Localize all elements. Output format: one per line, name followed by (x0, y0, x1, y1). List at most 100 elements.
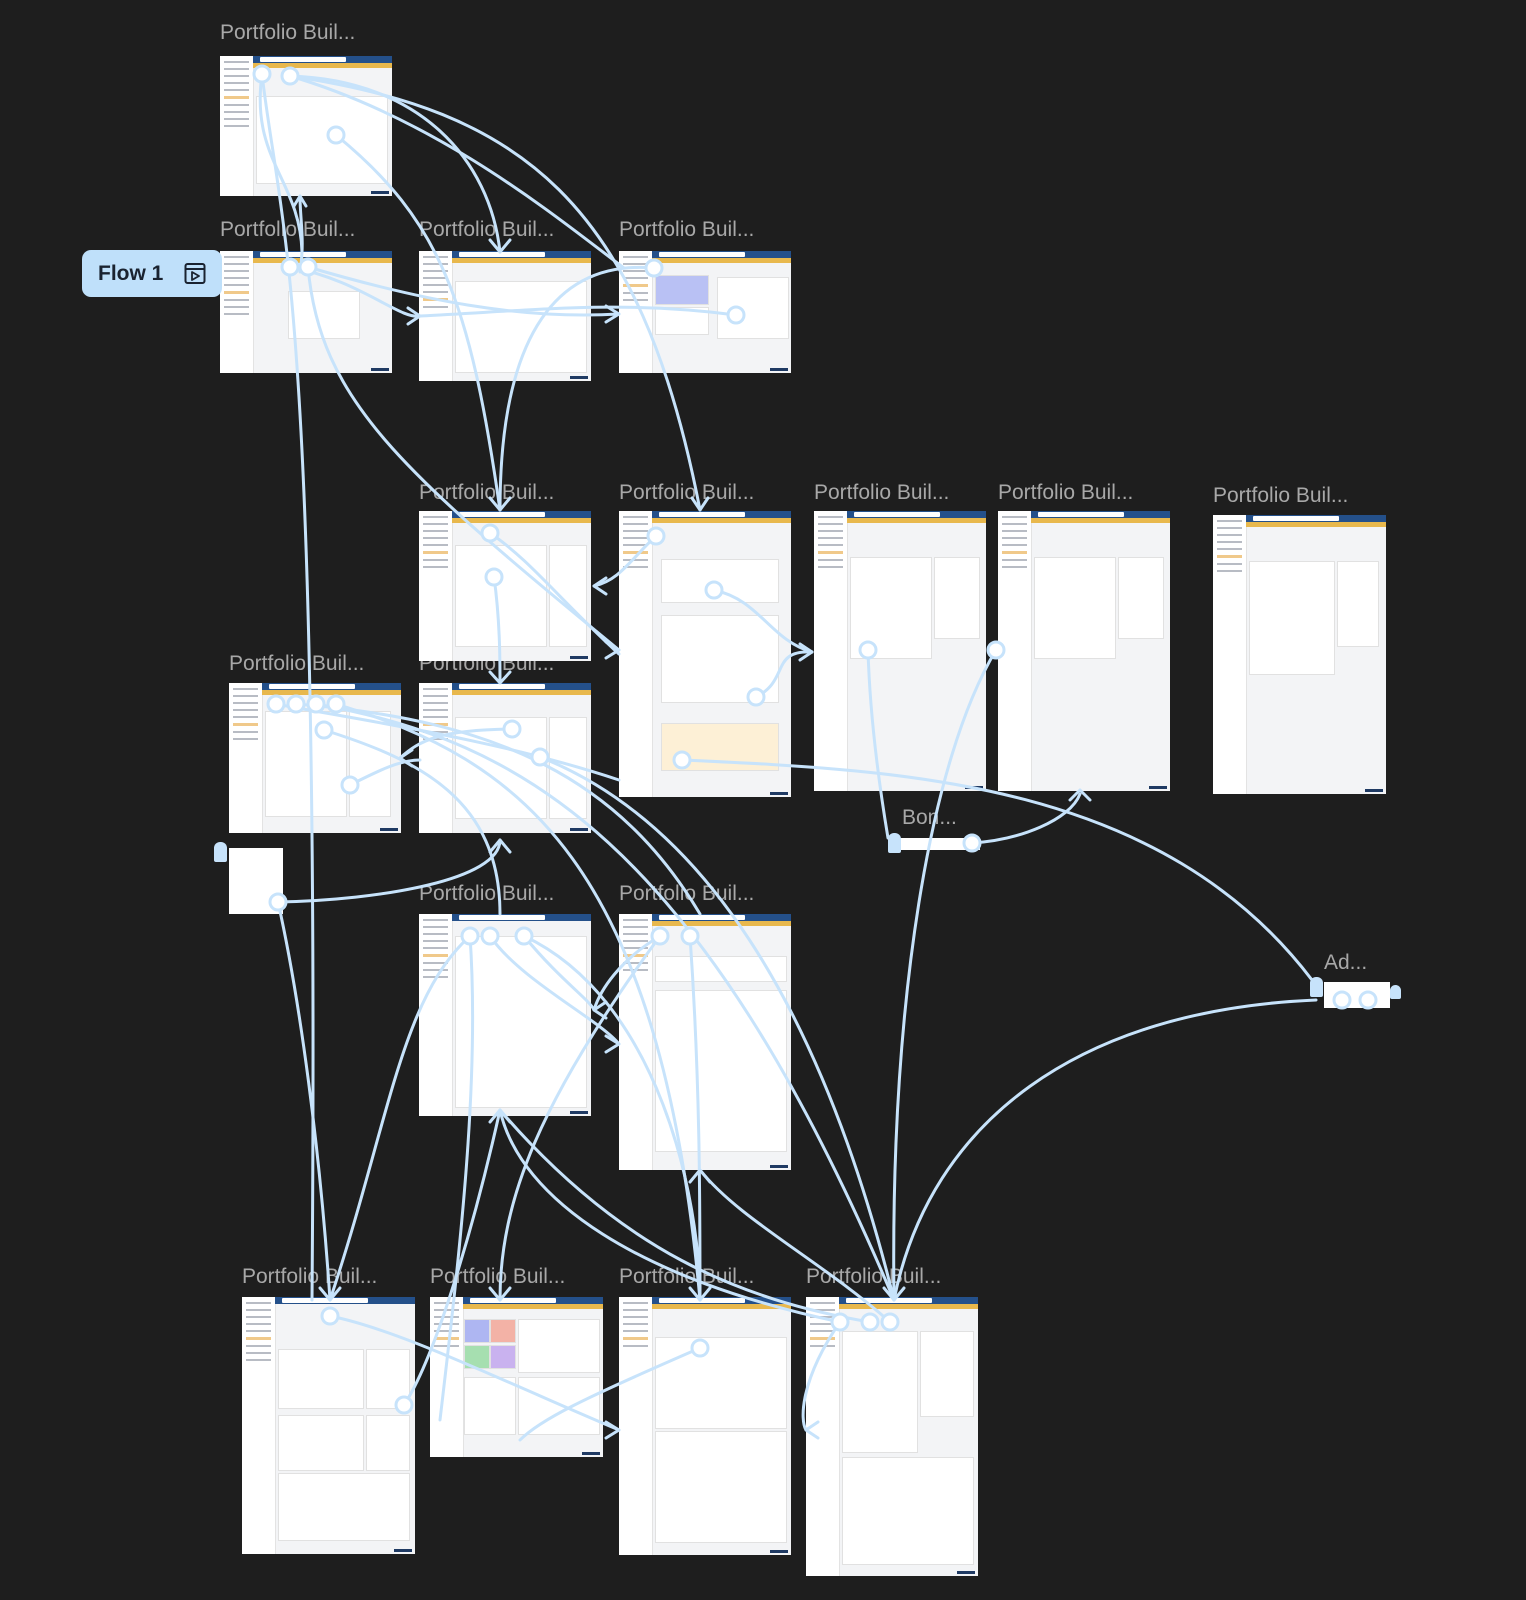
sidebar (619, 914, 653, 1170)
tab-bar (839, 1304, 978, 1309)
frame-title[interactable]: Portfolio Buil... (998, 481, 1133, 505)
corner-button (380, 828, 398, 831)
content-card (655, 956, 787, 982)
frame-title[interactable]: Portfolio Buil... (814, 481, 949, 505)
content-card (278, 1349, 364, 1409)
frame-thumbnail[interactable] (419, 251, 591, 381)
frame-thumbnail[interactable] (1213, 515, 1386, 794)
content-card (265, 711, 347, 817)
frame-thumbnail[interactable] (220, 56, 392, 196)
search-input (459, 252, 545, 257)
frame-title[interactable]: Bon... (902, 806, 957, 830)
frame-title[interactable]: Portfolio Buil... (220, 218, 355, 242)
frame-thumbnail[interactable] (229, 683, 401, 833)
tab-bar (262, 690, 401, 695)
frame-thumbnail[interactable] (619, 511, 791, 797)
sidebar (229, 683, 263, 833)
frame-title[interactable]: Portfolio Buil... (619, 882, 754, 906)
frame-title[interactable]: Portfolio Buil... (430, 1265, 565, 1289)
content-card (549, 717, 587, 819)
arrow-head-icon (606, 1422, 619, 1438)
search-input (470, 1298, 557, 1303)
search-input (269, 684, 355, 689)
tab-bar (452, 518, 591, 523)
content-card (278, 1473, 410, 1541)
content-card (934, 557, 980, 639)
connection-handle[interactable] (1310, 977, 1323, 997)
arrow-head-icon (800, 644, 812, 660)
flow-start-badge[interactable]: Flow 1 (82, 250, 222, 297)
frame-thumbnail[interactable] (998, 511, 1170, 791)
frame-title[interactable]: Portfolio Buil... (619, 481, 754, 505)
tab-bar (253, 63, 392, 68)
search-input (659, 512, 745, 517)
search-input (659, 915, 745, 920)
tab-bar (1246, 522, 1386, 527)
content-card (655, 1337, 787, 1429)
search-input (854, 512, 940, 517)
frame-title[interactable]: Portfolio Buil... (220, 21, 355, 45)
frame-thumbnail[interactable] (619, 914, 791, 1170)
connection-handle[interactable] (1390, 985, 1401, 999)
corner-button (570, 656, 588, 659)
content-card (1118, 557, 1164, 639)
content-card (455, 281, 587, 373)
small-frame[interactable] (896, 838, 980, 850)
search-input (659, 1298, 745, 1303)
frame-title[interactable]: Portfolio Buil... (229, 652, 364, 676)
small-frame[interactable] (1324, 982, 1390, 1008)
tab-bar (452, 258, 591, 263)
sidebar (430, 1297, 464, 1457)
flow-label: Flow 1 (98, 262, 163, 286)
frame-thumbnail[interactable] (419, 511, 591, 661)
arrow-head-icon (294, 196, 306, 206)
content-card (518, 1377, 600, 1435)
small-frame[interactable] (229, 848, 283, 914)
sidebar (619, 511, 653, 797)
arrow-head-icon (606, 642, 619, 658)
content-card (1337, 561, 1379, 647)
frame-thumbnail[interactable] (419, 683, 591, 833)
play-frame-icon[interactable] (184, 261, 206, 285)
corner-button (1149, 786, 1167, 789)
frame-thumbnail[interactable] (430, 1297, 603, 1457)
frame-thumbnail[interactable] (220, 251, 392, 373)
frame-thumbnail[interactable] (419, 914, 591, 1116)
tab-bar (1031, 518, 1170, 523)
content-card (464, 1319, 490, 1343)
content-card (655, 1431, 787, 1543)
arrow-head-icon (1070, 790, 1090, 800)
frame-title[interactable]: Portfolio Buil... (242, 1265, 377, 1289)
connection-handle[interactable] (214, 842, 227, 862)
search-input (459, 684, 545, 689)
content-card (842, 1457, 974, 1565)
content-card (518, 1319, 600, 1373)
frame-thumbnail[interactable] (619, 1297, 791, 1555)
connection-handle[interactable] (888, 833, 901, 853)
frame-title[interactable]: Portfolio Buil... (419, 882, 554, 906)
content-card (490, 1345, 516, 1369)
frame-title[interactable]: Portfolio Buil... (419, 481, 554, 505)
frame-thumbnail[interactable] (814, 511, 986, 791)
content-card (490, 1319, 516, 1343)
frame-thumbnail[interactable] (619, 251, 791, 373)
sidebar (619, 251, 653, 373)
content-card (288, 291, 360, 339)
frame-title[interactable]: Portfolio Buil... (806, 1265, 941, 1289)
frame-title[interactable]: Portfolio Buil... (619, 1265, 754, 1289)
frame-title[interactable]: Portfolio Buil... (1213, 484, 1348, 508)
connector-line (316, 704, 894, 1300)
content-card (655, 990, 787, 1152)
tab-bar (847, 518, 986, 523)
frame-title[interactable]: Portfolio Buil... (419, 218, 554, 242)
content-card (850, 557, 932, 659)
content-card (661, 559, 779, 603)
frame-title[interactable]: Ad... (1324, 951, 1367, 975)
search-input (459, 512, 545, 517)
corner-button (1365, 789, 1383, 792)
frame-thumbnail[interactable] (806, 1297, 978, 1576)
frame-thumbnail[interactable] (242, 1297, 415, 1554)
frame-title[interactable]: Portfolio Buil... (619, 218, 754, 242)
connector-line (894, 1000, 1316, 1300)
